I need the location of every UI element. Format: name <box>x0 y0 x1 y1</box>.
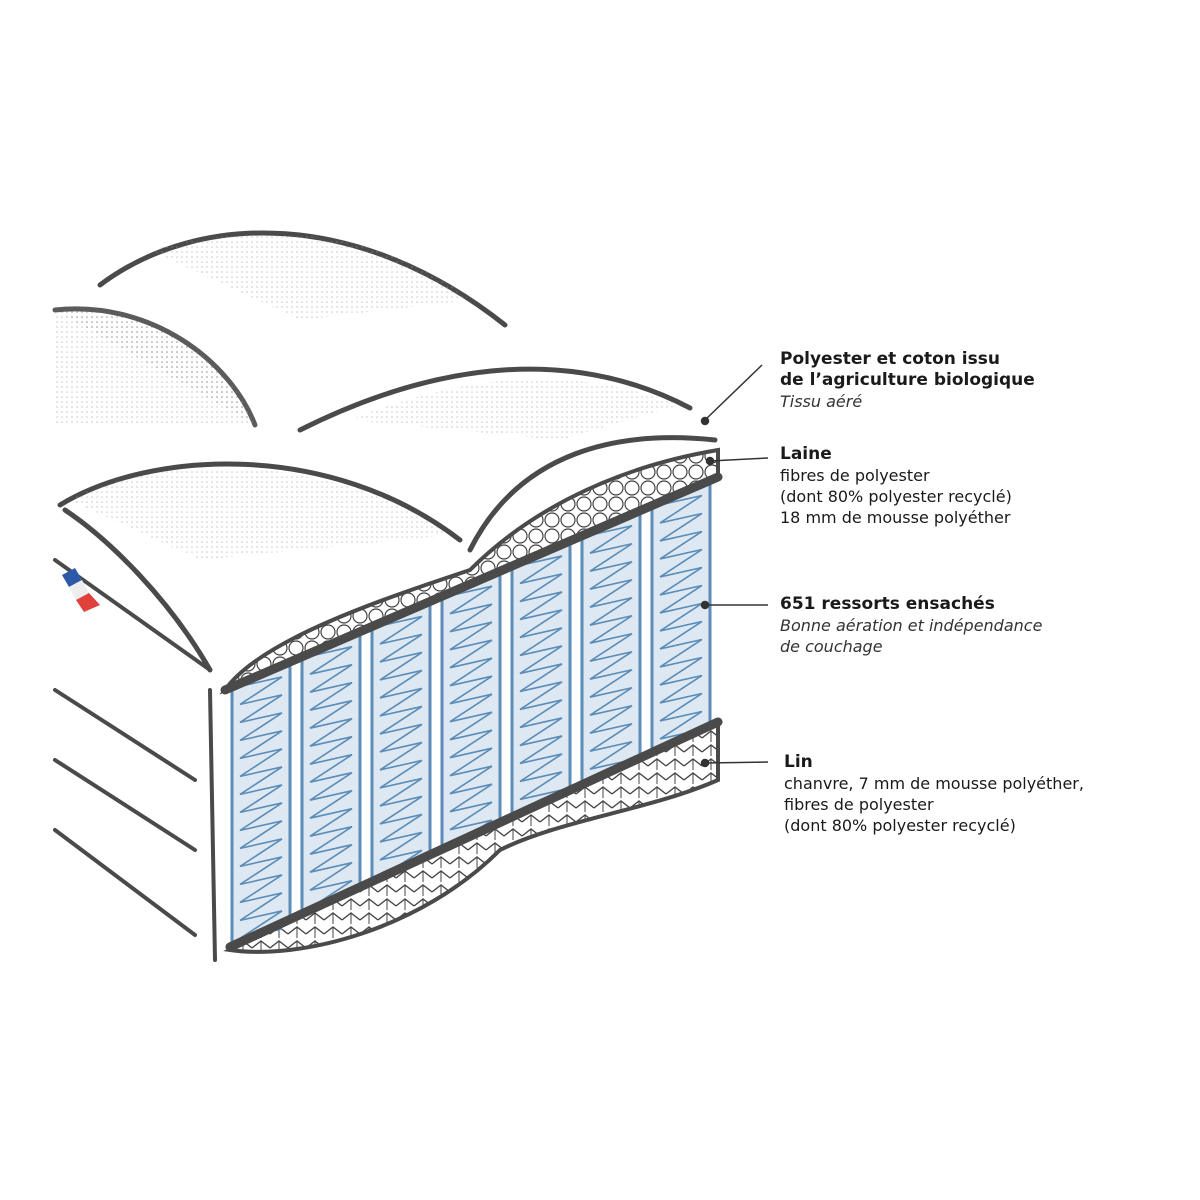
label-line: (dont 80% polyester recyclé) <box>780 487 1012 506</box>
label-title: Lin <box>784 752 813 772</box>
callout-lines <box>700 364 769 768</box>
label-cover-fabric: Polyester et coton issu de l’agriculture… <box>780 349 1035 412</box>
label-title: de l’agriculture biologique <box>780 370 1035 390</box>
spring-coil <box>659 494 703 740</box>
spring-coil <box>309 645 353 909</box>
label-subtitle: de couchage <box>780 637 883 656</box>
label-title: Polyester et coton issu <box>780 349 1000 369</box>
label-subtitle: Tissu aéré <box>780 392 863 411</box>
label-line: chanvre, 7 mm de mousse polyéther, <box>784 774 1084 793</box>
mattress-side <box>53 558 217 962</box>
label-subtitle: Bonne aération et indépendance <box>780 616 1043 635</box>
spring-coil <box>449 585 493 849</box>
spring-coil <box>519 555 563 819</box>
label-title: 651 ressorts ensachés <box>780 594 995 614</box>
label-line: (dont 80% polyester recyclé) <box>784 816 1016 835</box>
wool-layer <box>219 447 720 695</box>
dotted-texture <box>55 234 680 560</box>
spring-coil <box>239 676 283 940</box>
label-title: Laine <box>780 444 832 464</box>
label-linen: Lin chanvre, 7 mm de mousse polyéther, f… <box>784 752 1084 836</box>
label-line: fibres de polyester <box>784 795 934 814</box>
label-line: 18 mm de mousse polyéther <box>780 508 1011 527</box>
label-wool: Laine fibres de polyester (dont 80% poly… <box>780 444 1012 528</box>
label-line: fibres de polyester <box>780 466 930 485</box>
layer-dividers <box>220 472 723 952</box>
label-springs: 651 ressorts ensachés Bonne aération et … <box>780 594 1042 657</box>
spring-coil <box>379 615 423 879</box>
french-flag-tag <box>62 568 100 612</box>
spring-coil <box>589 524 633 770</box>
